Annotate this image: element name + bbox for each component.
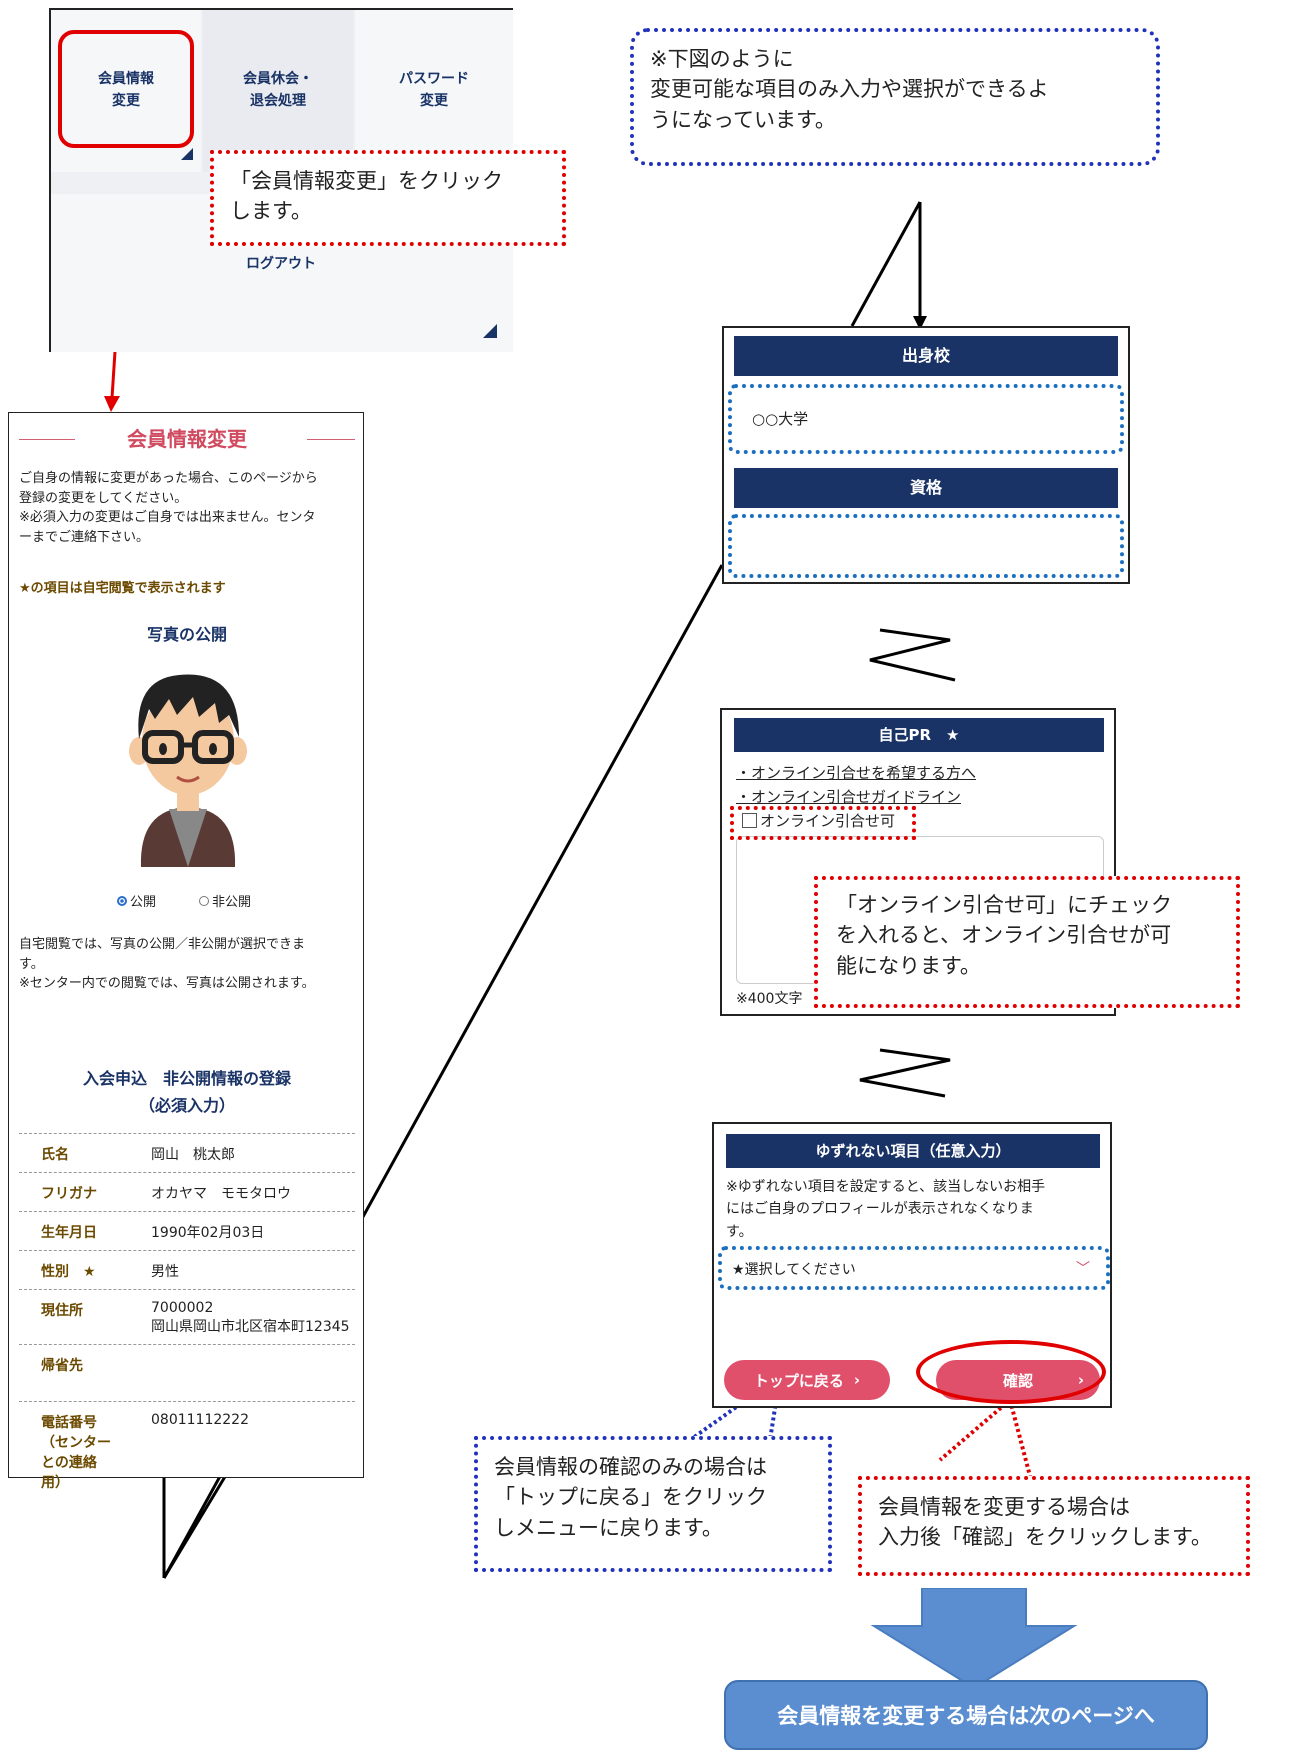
member-info-form: 会員情報変更 ご自身の情報に変更があった場合、このページから 登録の変更をしてく… — [8, 412, 364, 1491]
menu-tile-suspend-withdraw[interactable]: 会員休会・ 退会処理 — [203, 30, 353, 150]
school-input-value: ○○大学 — [752, 410, 809, 428]
back-to-top-label: トップに戻る — [753, 1371, 844, 1390]
table-row: 生年月日 1990年02月03日 — [19, 1212, 355, 1251]
char-limit-note: ※400文字 — [736, 991, 803, 1007]
school-input[interactable]: ○○大学 — [728, 384, 1124, 454]
highlight-checkbox — [730, 806, 916, 840]
unyield-note: ※ゆずれない項目を設定すると、該当しないお相手 にはご自身のプロフィールが表示さ… — [726, 1179, 1046, 1240]
radio-public-label: 公開 — [130, 895, 157, 910]
menu-tile-bg — [355, 10, 513, 172]
table-row: 氏名 岡山 桃太郎 — [19, 1134, 355, 1173]
callout-click-member-info: 「会員情報変更」をクリック します。 — [210, 150, 566, 246]
info-table: 氏名 岡山 桃太郎 フリガナ オカヤマ モモタロウ 生年月日 1990年02月0… — [19, 1133, 355, 1500]
row-key: 帰省先 — [41, 1358, 83, 1374]
online-checkbox-label: オンライン引合せ可 — [760, 812, 896, 830]
qualification-input[interactable] — [728, 514, 1124, 578]
row-key: 電話番号 （センター との連絡 用） — [41, 1415, 111, 1491]
table-row: 電話番号 （センター との連絡 用） 08011112222 — [19, 1402, 355, 1500]
photo-note: 自宅閲覧では、写真の公開／非公開が選択できま す。 ※センター内での閲覧では、写… — [19, 937, 315, 991]
unyield-select-value: ★選択してください — [732, 1262, 856, 1278]
page-title: 会員情報変更 — [127, 427, 247, 451]
corner-triangle-icon — [181, 148, 193, 160]
menu-tile-label: ログアウト — [246, 255, 316, 272]
link-online-guideline[interactable]: ・オンライン引合せガイドライン — [736, 788, 962, 806]
radio-private[interactable]: 非公開 — [199, 891, 251, 910]
radio-selected-icon — [117, 895, 127, 906]
menu-tile-label: 会員休会・ 退会処理 — [243, 70, 313, 109]
callout-back-top: 会員情報の確認のみの場合は 「トップに戻る」をクリック しメニューに戻ります。 — [474, 1436, 832, 1572]
next-page-label: 会員情報を変更する場合は次のページへ — [777, 1704, 1155, 1728]
menu-tile-logout[interactable]: ログアウト — [201, 244, 361, 284]
row-key: 現住所 — [41, 1303, 83, 1319]
table-row: 現住所 7000002 岡山県岡山市北区宿本町12345 — [19, 1290, 355, 1345]
school-panel: 出身校 ○○大学 資格 — [722, 326, 1130, 584]
school-header: 出身校 — [734, 336, 1118, 376]
row-value: オカヤマ モモタロウ — [151, 1186, 291, 1202]
table-row: フリガナ オカヤマ モモタロウ — [19, 1173, 355, 1212]
callout-online-check: 「オンライン引合せ可」にチェック を入れると、オンライン引合せが可 能になります… — [814, 876, 1240, 1008]
unyield-header: ゆずれない項目（任意入力） — [726, 1134, 1100, 1168]
row-value: 08011112222 — [151, 1412, 249, 1428]
online-checkbox[interactable]: オンライン引合せ可 — [742, 810, 895, 831]
callout-editable-note: ※下図のように 変更可能な項目のみ入力や選択ができるよ うになっています。 — [630, 28, 1160, 166]
row-key: フリガナ — [41, 1186, 97, 1202]
link-online-hope[interactable]: ・オンライン引合せを希望する方へ — [736, 764, 977, 782]
photo-title: 写真の公開 — [146, 625, 227, 644]
row-key: 性別 ★ — [41, 1264, 96, 1280]
row-value: 岡山 桃太郎 — [151, 1147, 235, 1163]
row-value: 7000002 岡山県岡山市北区宿本町12345 — [151, 1300, 350, 1335]
row-key: 氏名 — [41, 1147, 69, 1163]
menu-tile-member-info[interactable]: 会員情報 変更 — [57, 30, 195, 150]
corner-triangle-icon — [483, 324, 497, 338]
pr-header: 自己PR ★ — [734, 718, 1104, 752]
section-title: 入会申込 非公開情報の登録 （必須入力） — [82, 1069, 291, 1116]
star-note: ★の項目は自宅閲覧で表示されます — [19, 581, 226, 596]
row-value — [151, 1355, 355, 1393]
highlight-member-info — [58, 30, 194, 148]
menu-tile-label: 会員情報 変更 — [98, 70, 154, 109]
unyield-select[interactable]: ★選択してください ﹀ — [718, 1246, 1110, 1290]
menu-tile-password[interactable]: パスワード 変更 — [355, 30, 513, 150]
next-page-banner: 会員情報を変更する場合は次のページへ — [724, 1680, 1208, 1750]
radio-unselected-icon — [199, 895, 209, 906]
row-key: 生年月日 — [41, 1225, 97, 1241]
row-value: 1990年02月03日 — [151, 1225, 265, 1241]
radio-public[interactable]: 公開 — [117, 891, 156, 910]
checkbox-icon — [742, 813, 757, 828]
chevron-down-icon: ﹀ — [1076, 1261, 1090, 1277]
title-line-left — [19, 439, 75, 440]
callout-confirm: 会員情報を変更する場合は 入力後「確認」をクリックします。 — [858, 1476, 1250, 1576]
title-line-right — [307, 439, 355, 440]
menu-tile-label: パスワード 変更 — [399, 70, 469, 109]
table-row: 帰省先 — [19, 1345, 355, 1402]
table-row: 性別 ★ 男性 — [19, 1251, 355, 1290]
down-arrow-icon — [870, 1588, 1078, 1690]
back-to-top-button[interactable]: トップに戻る › — [724, 1360, 890, 1400]
highlight-confirm — [916, 1340, 1106, 1404]
qualification-header: 資格 — [734, 468, 1118, 508]
radio-private-label: 非公開 — [212, 895, 252, 910]
intro-text: ご自身の情報に変更があった場合、このページから 登録の変更をしてください。 ※必… — [19, 471, 318, 545]
avatar — [129, 674, 247, 867]
chevron-right-icon: › — [853, 1371, 861, 1389]
row-value: 男性 — [151, 1264, 179, 1280]
